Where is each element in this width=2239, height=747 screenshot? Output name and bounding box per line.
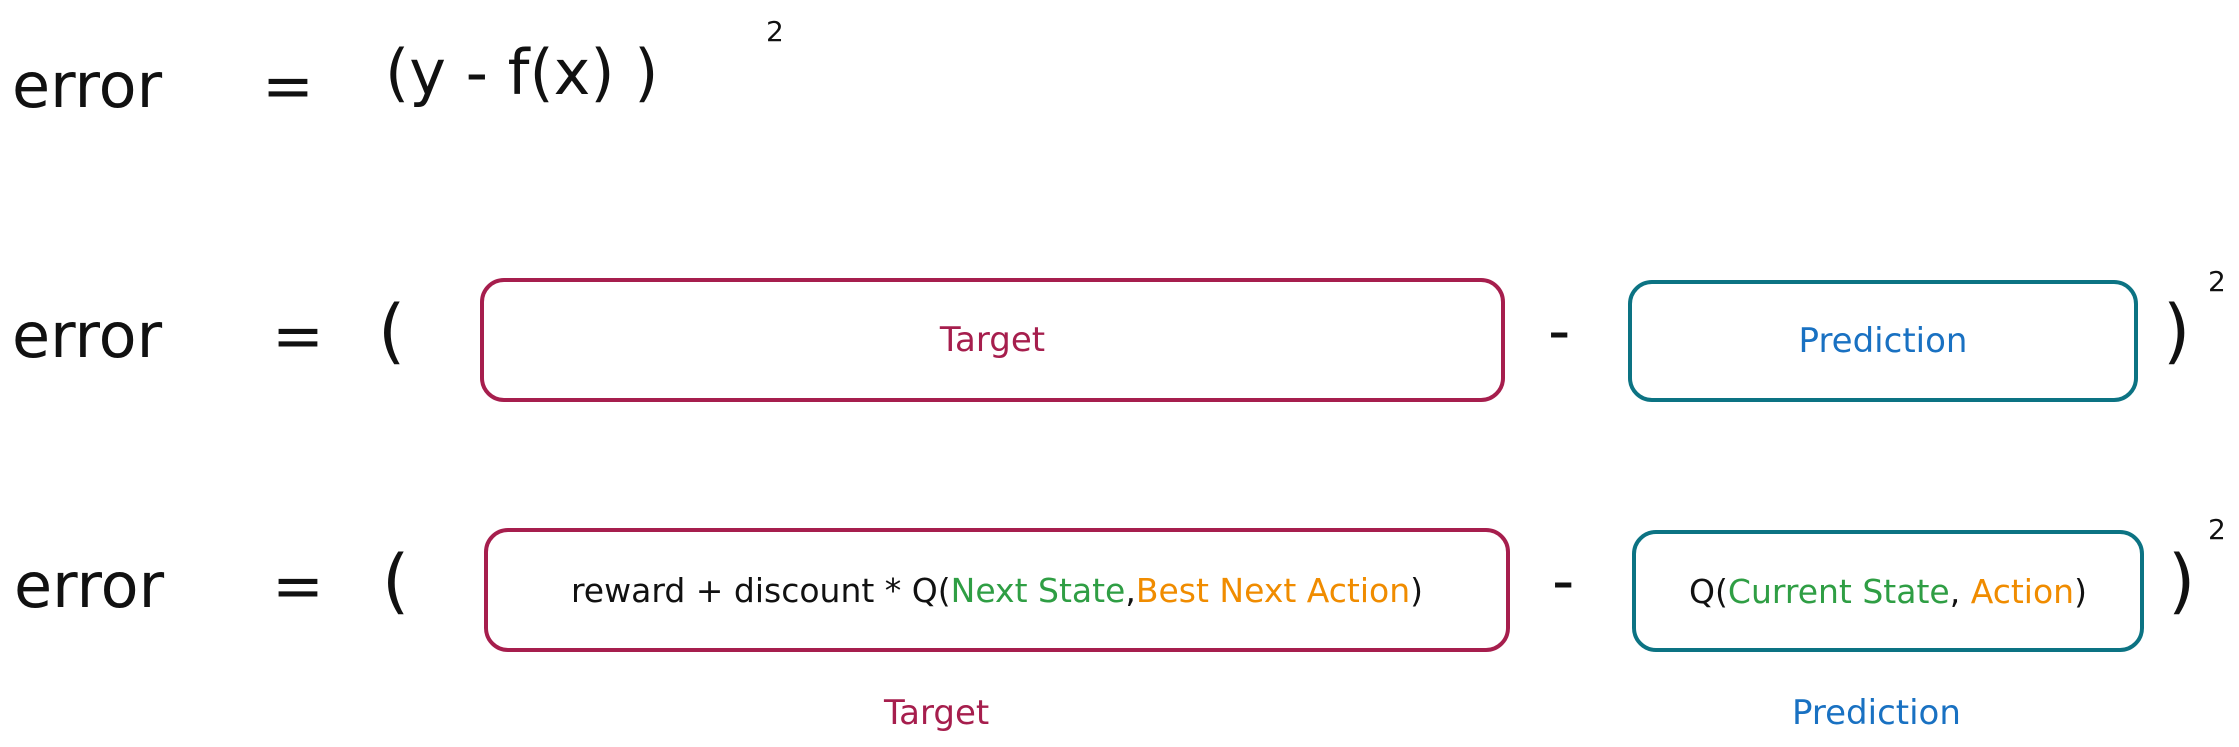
row3-open-paren: (: [382, 540, 410, 622]
row1-rhs-expression: (y - f(x) ): [385, 36, 659, 109]
target-expr-prefix: reward + discount * Q(: [570, 570, 951, 610]
prediction-expr-suffix: ): [2074, 571, 2087, 611]
row2-open-paren: (: [378, 290, 406, 372]
prediction-expr-prefix: Q(: [1689, 571, 1728, 611]
target-expr-suffix: ): [1410, 570, 1424, 610]
target-expr-comma: ,: [1125, 570, 1136, 610]
row2-target-box: Target: [480, 278, 1505, 402]
row3-prediction-box: Q(Current State, Action): [1632, 530, 2144, 652]
row3-close-paren: ): [2168, 540, 2196, 622]
row2-equals-sign: =: [272, 299, 324, 372]
prediction-action: Action: [1970, 571, 2075, 611]
row2-exponent: 2: [2208, 265, 2226, 298]
prediction-expr-comma: ,: [1949, 571, 1961, 611]
row1-error-label: error: [12, 49, 163, 122]
row1-exponent: 2: [766, 15, 784, 48]
target-best-next-action: Best Next Action: [1135, 570, 1411, 610]
prediction-current-state: Current State: [1727, 571, 1950, 611]
row3-target-expression: reward + discount * Q(Next State,Best Ne…: [571, 571, 1423, 610]
row2-prediction-label: Prediction: [1798, 321, 1968, 361]
row3-prediction-caption: Prediction: [1792, 693, 1961, 733]
row1-equals-sign: =: [262, 49, 314, 122]
row2-error-label: error: [12, 299, 163, 372]
row3-exponent: 2: [2208, 513, 2226, 546]
row3-minus-sign: -: [1552, 544, 1575, 617]
row2-minus-sign: -: [1548, 294, 1571, 367]
row2-target-label: Target: [939, 320, 1046, 360]
row3-equals-sign: =: [272, 549, 324, 622]
row3-error-label: error: [14, 549, 165, 622]
target-next-state: Next State: [950, 570, 1126, 610]
row3-target-caption: Target: [884, 693, 990, 733]
row2-close-paren: ): [2163, 290, 2191, 372]
row3-target-box: reward + discount * Q(Next State,Best Ne…: [484, 528, 1510, 652]
row2-prediction-box: Prediction: [1628, 280, 2138, 402]
row3-prediction-expression: Q(Current State, Action): [1689, 572, 2087, 611]
